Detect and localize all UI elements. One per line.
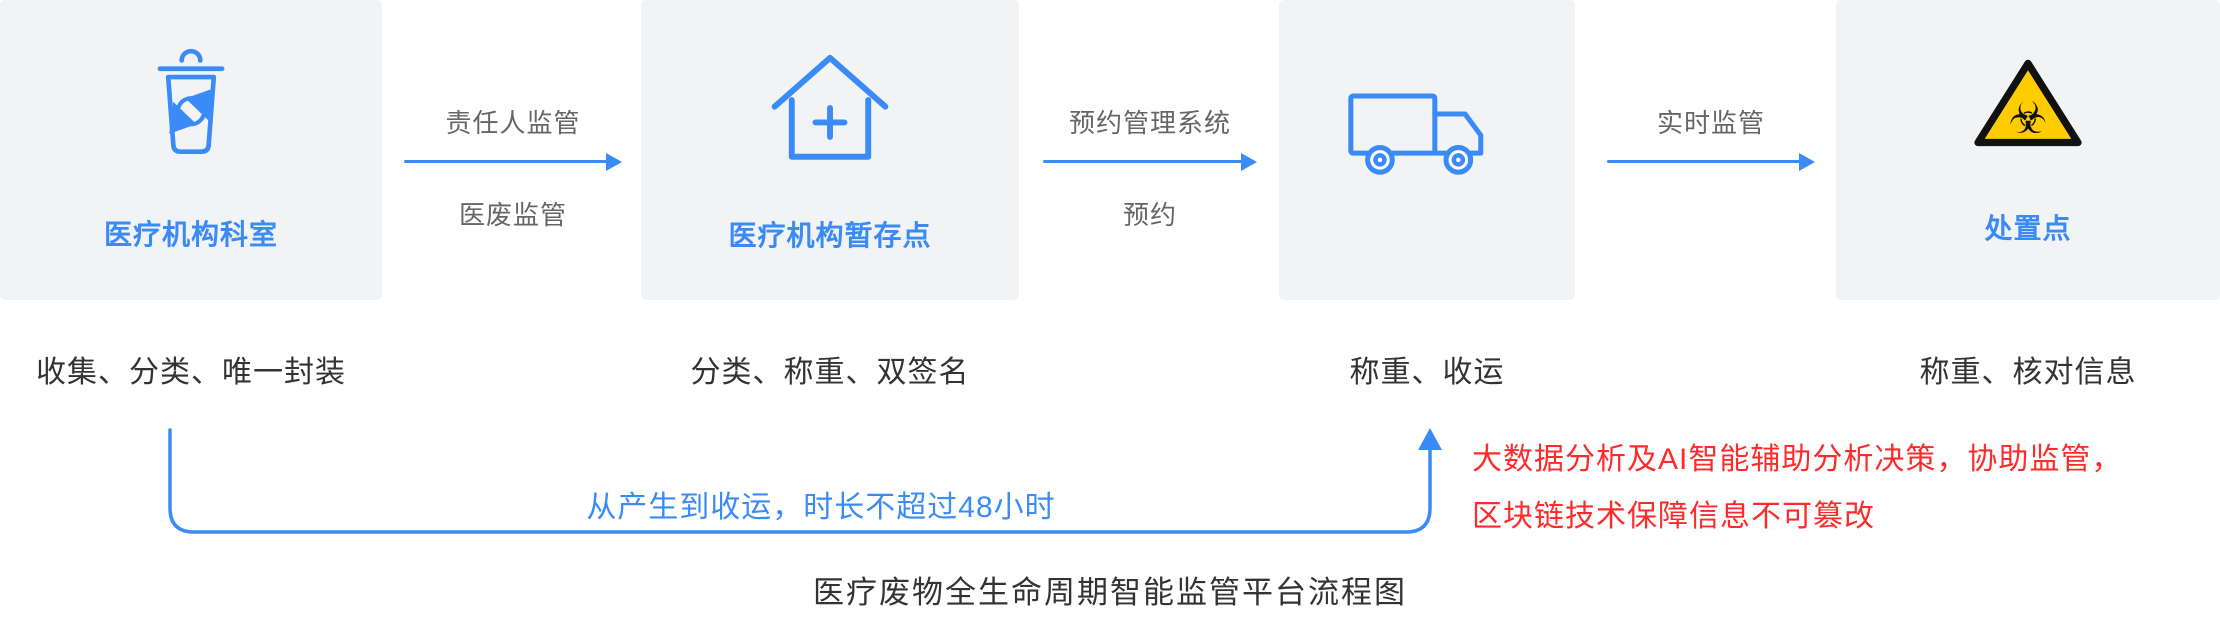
caption-department: 收集、分类、唯一封装 xyxy=(36,356,346,389)
arrow-label-top: 责任人监管 xyxy=(445,108,581,138)
arrow-line xyxy=(404,160,610,163)
arrow-head-icon xyxy=(1241,153,1257,171)
recycle-bin-icon xyxy=(157,48,225,155)
page-title: 医疗废物全生命周期智能监管平台流程图 xyxy=(813,575,1407,610)
node-label: 医疗机构暂存点 xyxy=(728,220,932,251)
icon-wrap: ☣ xyxy=(1969,53,2087,155)
node-label: 处置点 xyxy=(1984,213,2072,244)
biohazard-icon: ☣ xyxy=(1974,59,2082,147)
biohazard-glyph: ☣ xyxy=(2008,93,2047,144)
arrow-line xyxy=(1043,160,1245,163)
flow-arrow-2 xyxy=(1043,152,1257,172)
timeline-note: 从产生到收运，时长不超过48小时 xyxy=(586,491,1056,524)
node-label: 医疗机构科室 xyxy=(103,219,278,250)
flow-arrow-3 xyxy=(1607,152,1815,172)
truck-icon xyxy=(1348,93,1484,175)
timeline-bracket xyxy=(168,428,1442,534)
arrow-label-bottom: 医废监管 xyxy=(458,200,567,230)
icon-wrap xyxy=(1343,85,1511,181)
caption-storage: 分类、称重、双签名 xyxy=(690,356,970,389)
annotation-line-2: 区块链技术保障信息不可篡改 xyxy=(1472,500,1875,533)
caption-disposal: 称重、核对信息 xyxy=(1919,356,2137,389)
icon-wrap xyxy=(764,46,896,162)
node-department: 医疗机构科室 xyxy=(0,0,382,300)
node-transport xyxy=(1279,0,1575,300)
flow-arrow-1 xyxy=(404,152,622,172)
arrow-label-top: 预约管理系统 xyxy=(1068,108,1231,138)
arrow-label-top: 实时监管 xyxy=(1656,108,1765,138)
caption-transport: 称重、收运 xyxy=(1349,356,1505,389)
annotation-line-1: 大数据分析及AI智能辅助分析决策，协助监管， xyxy=(1472,443,2123,476)
icon-wrap xyxy=(139,47,243,161)
arrow-head-icon xyxy=(1799,153,1815,171)
node-disposal: ☣ 处置点 xyxy=(1836,0,2220,300)
arrow-line xyxy=(1607,160,1803,163)
node-storage: 医疗机构暂存点 xyxy=(641,0,1019,300)
arrow-head-icon xyxy=(606,153,622,171)
arrow-label-bottom: 预约 xyxy=(1122,200,1177,230)
storage-house-icon xyxy=(771,54,889,160)
ai-blockchain-annotation: 大数据分析及AI智能辅助分析决策，协助监管， 区块链技术保障信息不可篡改 xyxy=(1472,431,2122,545)
